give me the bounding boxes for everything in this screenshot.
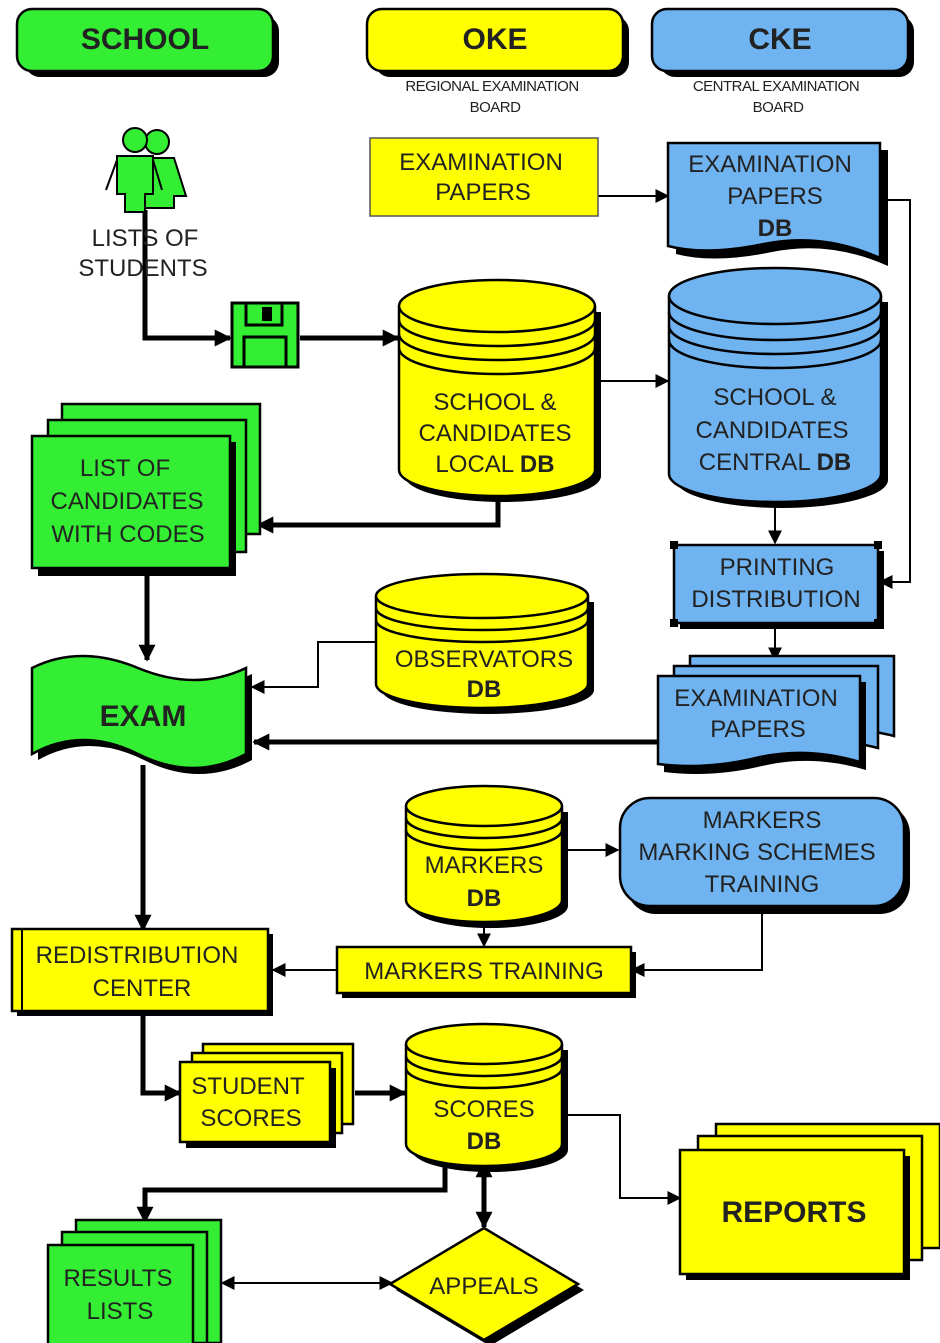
appeals-decision: APPEALS	[387, 1226, 584, 1343]
candidate-list-label-2: CANDIDATES	[51, 488, 204, 515]
printing-distribution: PRINTING DISTRIBUTION	[670, 541, 884, 629]
header-cke-label: CKE	[748, 23, 811, 56]
markers-schemes-training: MARKERS MARKING SCHEMES TRAINING	[618, 796, 910, 914]
header-oke-subtitle-1: REGIONAL EXAMINATION	[405, 78, 578, 95]
student-scores-label-1: STUDENT	[191, 1073, 305, 1100]
scores-db-label: SCORES	[433, 1096, 534, 1123]
arrow-local-db-to-candidate-list	[256, 492, 501, 534]
printing-distribution-label-1: PRINTING	[720, 554, 835, 581]
scores-db-cylinder: SCORES DB	[404, 1022, 568, 1172]
markers-schemes-label-2: MARKING SCHEMES	[638, 839, 875, 866]
results-lists-label-2: LISTS	[87, 1298, 154, 1325]
central-db-label-2: CANDIDATES	[696, 417, 849, 444]
arrow-students-to-disk	[142, 210, 232, 347]
observators-db-tag: DB	[467, 676, 502, 703]
header-school: SCHOOL	[15, 7, 279, 77]
markers-db-cylinder: MARKERS DB	[404, 784, 568, 928]
reports-label: REPORTS	[721, 1196, 866, 1229]
central-db-cylinder: SCHOOL & CANDIDATES CENTRAL DB	[667, 266, 888, 508]
oke-examination-papers: EXAMINATION PAPERS	[369, 137, 599, 217]
markers-schemes-label-1: MARKERS	[703, 807, 822, 834]
redistribution-label-2: CENTER	[93, 975, 192, 1002]
student-scores-documents: STUDENT SCORES	[178, 1042, 355, 1148]
exam-node: EXAM	[30, 654, 252, 774]
cke-examination-papers-db: EXAMINATION PAPERS DB	[666, 141, 888, 266]
candidate-list-label-1: LIST OF	[80, 455, 170, 482]
candidate-list-documents: LIST OF CANDIDATES WITH CODES	[30, 402, 262, 576]
arrow-scores-db-to-results	[136, 1152, 448, 1224]
header-oke-box	[365, 7, 625, 73]
cke-examination-papers-db-tag: DB	[758, 215, 793, 242]
header-school-label: SCHOOL	[81, 23, 209, 56]
results-lists-documents: RESULTS LISTS	[46, 1218, 223, 1343]
observators-db-cylinder: OBSERVATORS DB	[374, 572, 594, 714]
exam-label: EXAM	[100, 700, 187, 733]
cke-examination-papers-label-1: EXAMINATION	[674, 685, 838, 712]
arrow-scores-db-to-reports	[560, 1114, 682, 1205]
connectors	[134, 189, 911, 1290]
header-school-box	[15, 7, 275, 73]
oke-examination-papers-label-1: EXAMINATION	[399, 149, 563, 176]
central-db-label-3: CENTRAL DB	[699, 449, 851, 476]
markers-training-label: MARKERS TRAINING	[364, 958, 604, 985]
header-cke-subtitle-2: BOARD	[753, 99, 805, 116]
local-db-cylinder: SCHOOL & CANDIDATES LOCAL DB	[397, 278, 601, 502]
markers-db-label: MARKERS	[425, 852, 544, 879]
people-icon	[105, 127, 188, 213]
arrow-redistribution-to-scores	[140, 1013, 182, 1102]
arrow-papers-db-to-printing	[878, 199, 911, 589]
markers-db-tag: DB	[467, 885, 502, 912]
results-lists-label-1: RESULTS	[64, 1265, 173, 1292]
student-scores-label-2: SCORES	[200, 1105, 301, 1132]
markers-training: MARKERS TRAINING	[335, 945, 636, 998]
header-cke-subtitle-1: CENTRAL EXAMINATION	[693, 78, 859, 95]
arrow-observators-to-exam	[250, 641, 378, 694]
observators-db-label: OBSERVATORS	[395, 646, 573, 673]
header-cke: CKE CENTRAL EXAMINATION BOARD	[650, 7, 914, 116]
arrow-schemes-to-training	[630, 906, 763, 977]
header-oke-label: OKE	[462, 23, 527, 56]
candidate-list-label-3: WITH CODES	[51, 521, 204, 548]
floppy-disk-icon	[230, 301, 300, 369]
students-label-2: STUDENTS	[78, 255, 207, 282]
local-db-label-1: SCHOOL &	[433, 389, 556, 416]
cke-examination-papers-stack: EXAMINATION PAPERS	[656, 654, 896, 774]
markers-schemes-label-3: TRAINING	[705, 871, 820, 898]
cke-examination-papers-db-label-2: PAPERS	[727, 183, 823, 210]
appeals-label: APPEALS	[429, 1273, 538, 1300]
cke-examination-papers-label-2: PAPERS	[710, 716, 806, 743]
cke-examination-papers-db-label-1: EXAMINATION	[688, 151, 852, 178]
oke-examination-papers-label-2: PAPERS	[435, 179, 531, 206]
central-db-label-1: SCHOOL &	[713, 384, 836, 411]
header-cke-box	[650, 7, 910, 73]
reports-documents: REPORTS	[678, 1122, 940, 1280]
header-oke: OKE REGIONAL EXAMINATION BOARD	[365, 7, 629, 116]
local-db-label-2: CANDIDATES	[419, 420, 572, 447]
local-db-label-3: LOCAL DB	[435, 451, 554, 478]
redistribution-center: REDISTRIBUTION CENTER	[10, 927, 273, 1016]
header-oke-subtitle-2: BOARD	[470, 99, 522, 116]
printing-distribution-label-2: DISTRIBUTION	[691, 586, 860, 613]
scores-db-tag: DB	[467, 1128, 502, 1155]
redistribution-label-1: REDISTRIBUTION	[36, 942, 239, 969]
students-label-1: LISTS OF	[92, 225, 199, 252]
